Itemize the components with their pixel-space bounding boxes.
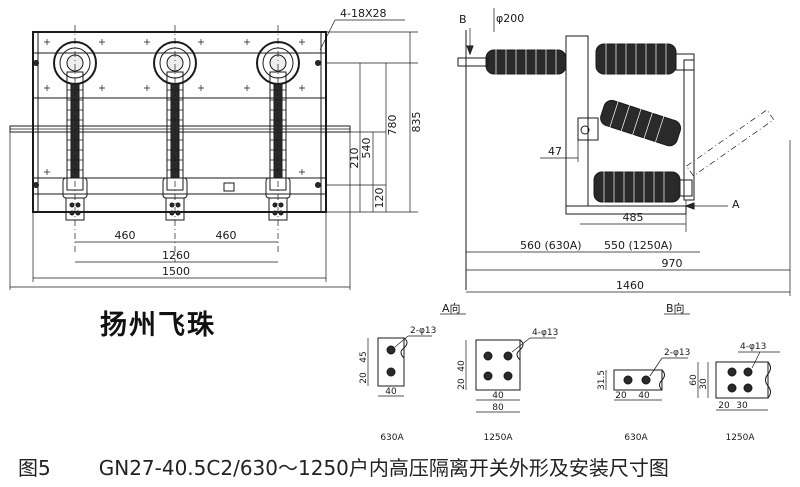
insulator-bottom: [593, 168, 693, 206]
dim-540: 540: [360, 138, 373, 159]
view-a-630a-holes: 2-φ13: [410, 326, 436, 336]
insulator-top-right: [595, 40, 695, 78]
view-b-630a-current: 630A: [624, 433, 648, 443]
view-b-plate-630a: 2-φ13 31.5 20 40 630A: [597, 348, 690, 443]
view-b-marker: B: [459, 13, 467, 26]
dim-550: 550 (1250A): [604, 239, 673, 252]
dim-970: 970: [662, 257, 683, 270]
side-view: B φ200: [457, 8, 791, 296]
view-a-plate-630a: 2-φ13 45 20 40 630A: [359, 326, 436, 443]
dim-460-left: 460: [115, 229, 136, 242]
view-a-630a-d20: 20: [359, 372, 369, 384]
view-b-630a-holes: 2-φ13: [664, 348, 690, 358]
dim-1460: 1460: [616, 279, 644, 292]
dim-47: 47: [548, 145, 562, 158]
view-a-1250a-d40: 40: [492, 391, 504, 401]
view-b-title: B向: [666, 301, 685, 315]
view-b-1250a-d30-vert: 30: [699, 378, 709, 390]
view-a-1250a-holes: 4-φ13: [532, 328, 558, 338]
insulator-top-left: [457, 42, 567, 82]
view-b: B向 2-φ13 31.5 20 40 630A: [597, 301, 780, 443]
dim-780: 780: [386, 115, 399, 136]
diameter-label: φ200: [496, 12, 524, 25]
view-a-1250a-current: 1250A: [483, 433, 513, 443]
view-a-marker: A: [732, 198, 740, 211]
view-b-1250a-current: 1250A: [725, 433, 755, 443]
figure-caption: 图5 GN27-40.5C2/630～1250户内高压隔离开关外形及安装尺寸图: [18, 452, 669, 481]
view-a-1250a-d20: 20: [457, 378, 467, 390]
view-b-630a-d20: 20: [615, 391, 627, 401]
view-b-1250a-d60: 60: [689, 374, 699, 386]
view-b-630a-d31-5: 31.5: [597, 370, 607, 390]
dim-210: 210: [348, 148, 361, 169]
figure-number: 图5: [18, 456, 51, 480]
view-a-630a-d45: 45: [359, 351, 369, 362]
insulator-slant: [600, 98, 682, 147]
dim-460-right: 460: [216, 229, 237, 242]
front-view: 4-18X28 540 780 835 210 120: [9, 7, 423, 290]
dim-1500: 1500: [162, 265, 190, 278]
support-post: [565, 35, 589, 207]
hole-spec-label: 4-18X28: [340, 7, 387, 20]
dim-120: 120: [373, 188, 386, 209]
view-b-630a-d40: 40: [638, 391, 650, 401]
figure-title: GN27-40.5C2/630～1250户内高压隔离开关外形及安装尺寸图: [98, 456, 669, 480]
view-a-630a-current: 630A: [380, 433, 404, 443]
view-a-title: A向: [442, 301, 461, 315]
blade-open-position: [686, 109, 775, 177]
dim-835: 835: [410, 112, 423, 133]
view-b-1250a-d30: 30: [736, 401, 748, 411]
dim-485: 485: [623, 211, 644, 224]
view-a: A向 2-φ13 45 20 40 630A: [359, 301, 558, 443]
view-b-1250a-d20: 20: [718, 401, 730, 411]
dim-560: 560 (630A): [520, 239, 582, 252]
view-b-plate-1250a: 4-φ13 60 30 20 30 1250A: [689, 342, 780, 443]
view-a-1250a-d80: 80: [492, 403, 504, 413]
view-a-630a-d40: 40: [385, 387, 397, 397]
blade: [683, 59, 695, 201]
view-b-1250a-holes: 4-φ13: [740, 342, 766, 352]
brand-text: 扬州飞珠: [100, 310, 216, 341]
dim-1260: 1260: [162, 249, 190, 262]
view-a-1250a-d40-vert: 40: [457, 360, 467, 372]
view-a-plate-1250a: 4-φ13 40 20 40 80 1250A: [457, 328, 558, 443]
